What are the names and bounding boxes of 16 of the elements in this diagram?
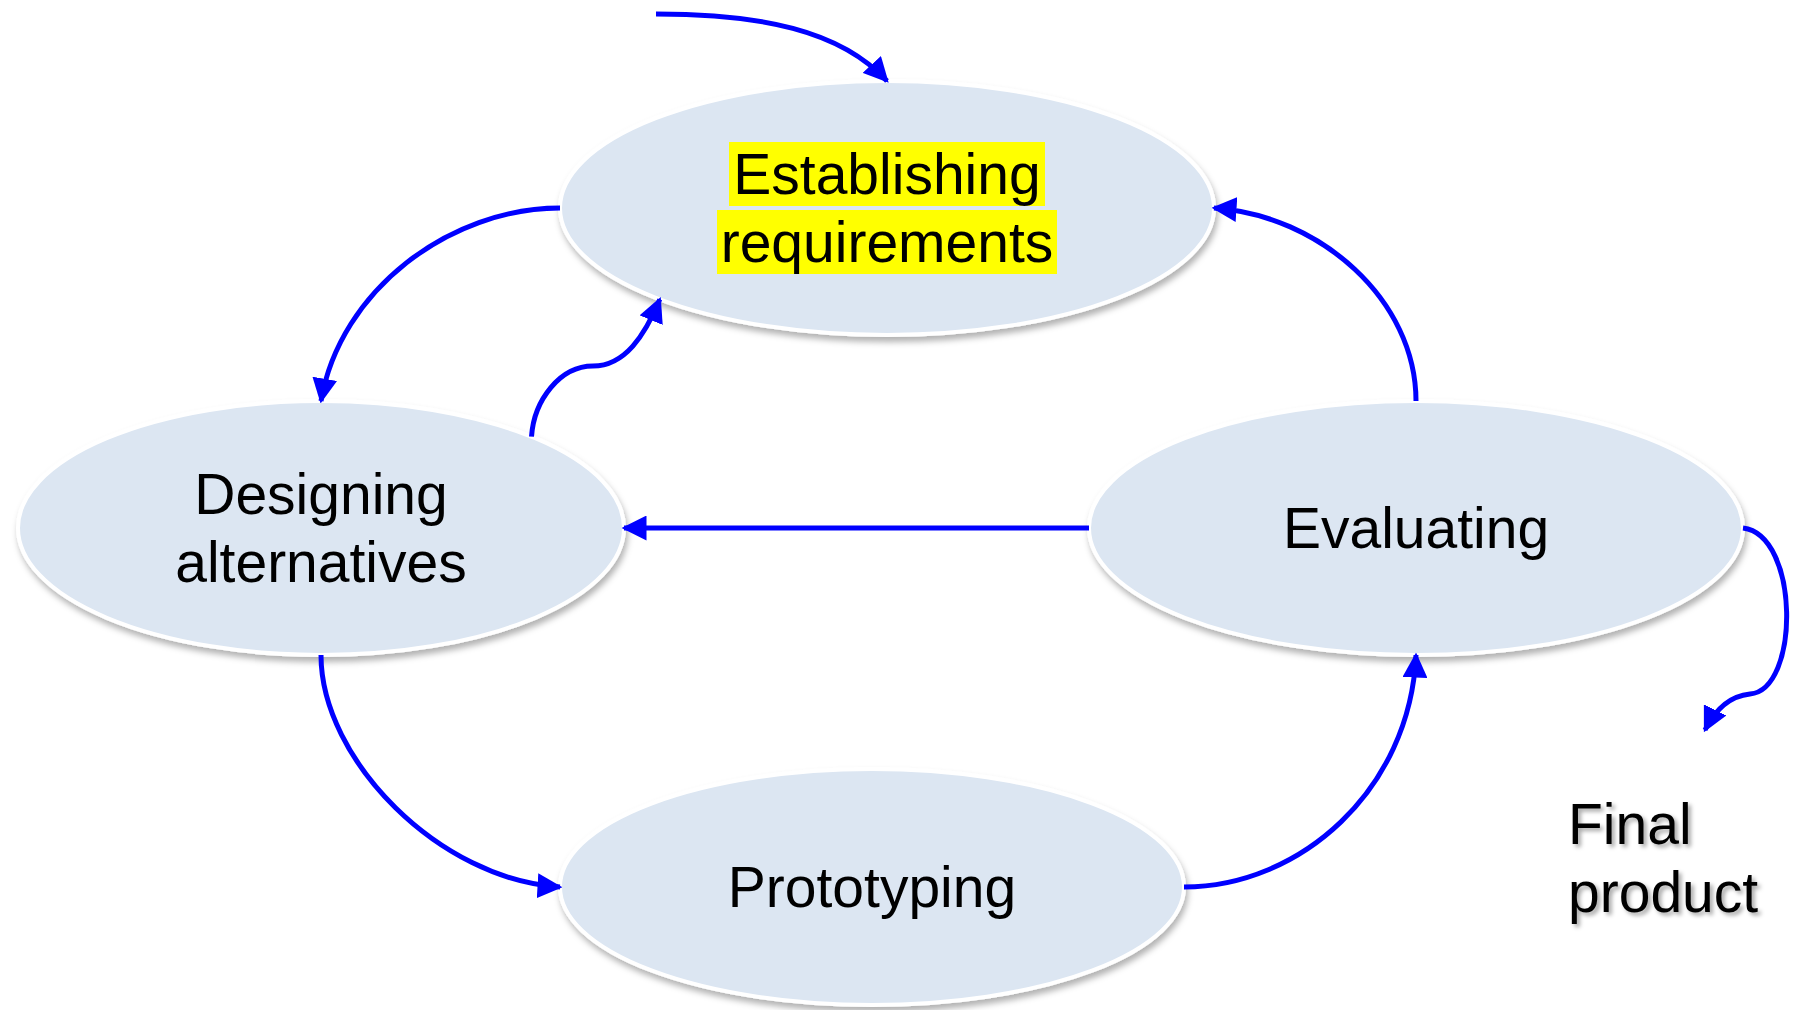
arrow xyxy=(529,297,663,437)
process-ellipse xyxy=(1089,401,1743,655)
process-ellipse xyxy=(560,81,1214,335)
node-label: Designing alternatives xyxy=(174,460,468,596)
arrow xyxy=(1211,198,1419,402)
process-ellipse xyxy=(560,769,1184,1005)
node-label: Prototyping xyxy=(726,853,1018,921)
arrow xyxy=(655,11,889,83)
arrow xyxy=(314,205,561,404)
arrow xyxy=(318,654,563,897)
process-ellipse xyxy=(18,401,624,655)
arrow xyxy=(1183,652,1426,890)
arrow xyxy=(1702,525,1790,733)
text-label: Final product xyxy=(1568,790,1808,927)
arrow xyxy=(621,515,1089,541)
node-label: Evaluating xyxy=(1281,494,1551,562)
